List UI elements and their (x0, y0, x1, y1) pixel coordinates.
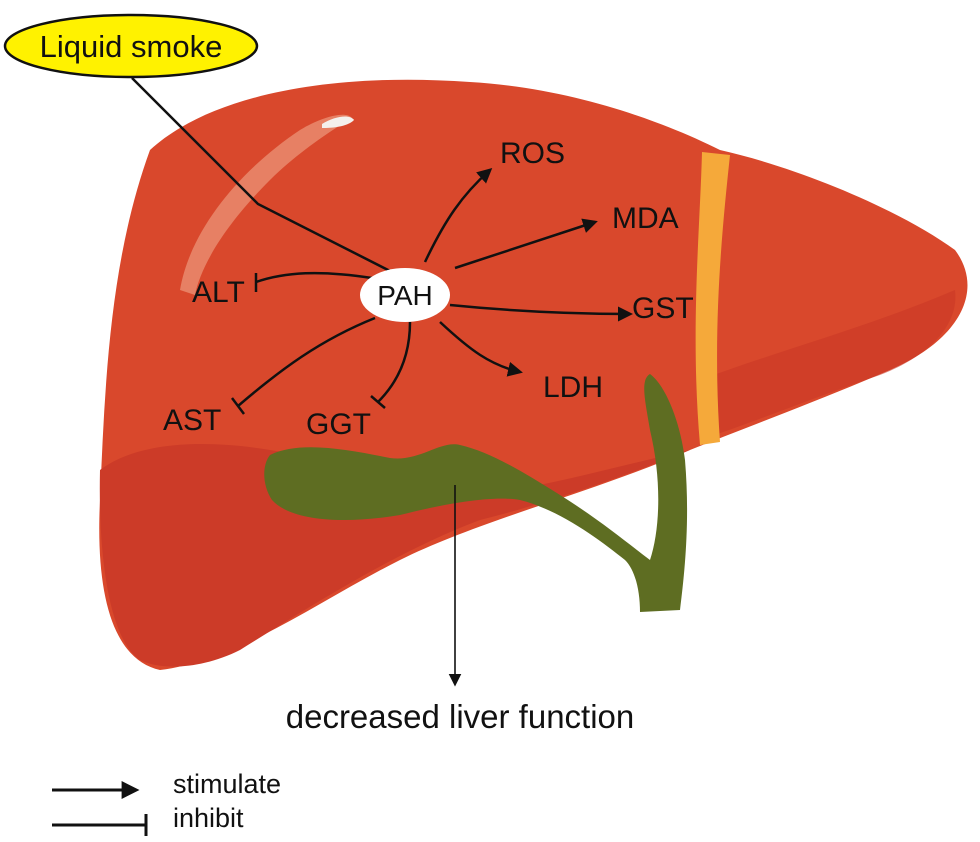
inhibit-pah-to-ast (237, 316, 376, 407)
inhibit-bar-ggt (370, 395, 386, 409)
inhibit-bar-ast (231, 397, 245, 415)
smoke-to-pah-line (131, 77, 393, 274)
ast-label: AST (163, 404, 221, 437)
pah-label: PAH (377, 280, 433, 311)
arrow-pah-to-gst (449, 303, 633, 322)
liquid-smoke-label: Liquid smoke (40, 29, 223, 64)
liquid-smoke-ellipse (3, 13, 259, 79)
liquid-smoke-node: Liquid smoke (3, 13, 259, 79)
pah-ellipse (360, 268, 450, 322)
gst-label: GST (632, 292, 694, 325)
liver-highlight-spot (322, 116, 354, 128)
inhibit-pah-to-alt (255, 271, 373, 284)
arrow-pah-to-ldh (439, 321, 523, 377)
legend-stimulate-label: stimulate (173, 769, 281, 799)
ggt-label: GGT (306, 408, 371, 441)
mda-label: MDA (612, 202, 679, 235)
pah-node: PAH (360, 268, 450, 322)
ros-label: ROS (500, 137, 565, 170)
liver-highlight (180, 114, 352, 295)
alt-label: ALT (192, 276, 245, 309)
outcome-label: decreased liver function (286, 698, 635, 735)
liver-right-shadow (700, 290, 956, 440)
legend: stimulate inhibit (52, 769, 281, 836)
ldh-label: LDH (543, 371, 603, 404)
inhibit-pah-to-ggt (377, 321, 412, 403)
arrow-pah-to-ros (423, 168, 493, 263)
gallbladder (264, 374, 688, 612)
falciform-ligament (695, 152, 730, 445)
liver-organ (99, 79, 968, 671)
legend-inhibit-label: inhibit (173, 803, 244, 833)
arrow-pah-to-mda (454, 218, 598, 270)
